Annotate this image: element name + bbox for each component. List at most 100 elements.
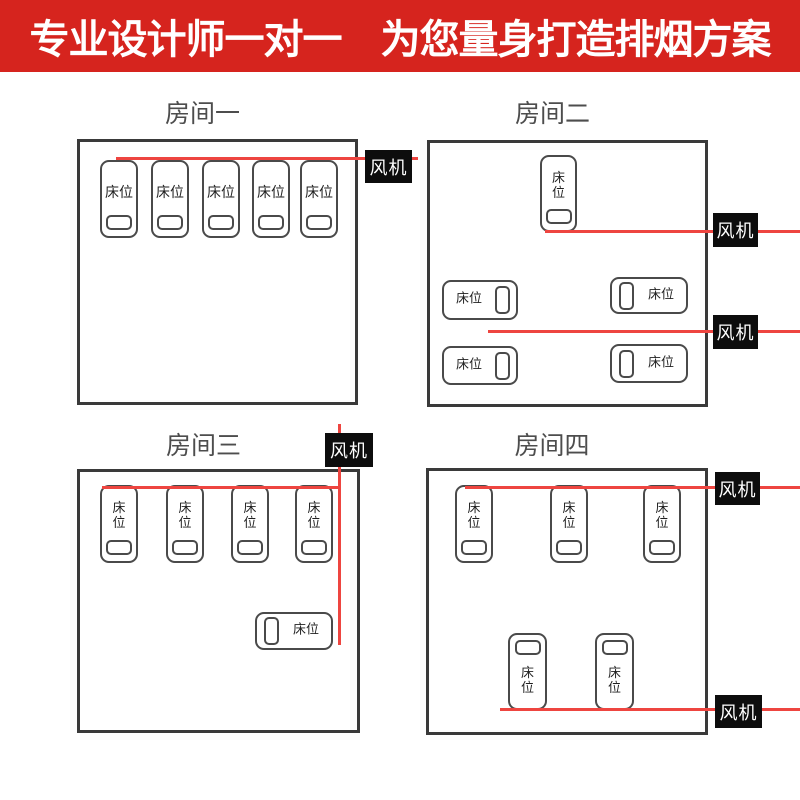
bed: 床位 bbox=[508, 633, 547, 710]
bed-label: 床位 bbox=[287, 622, 325, 639]
bed-label-text: 床位 bbox=[456, 291, 483, 307]
duct-line bbox=[762, 708, 800, 711]
bed: 床位 bbox=[255, 612, 333, 650]
bed-label-text: 床位 bbox=[467, 501, 481, 531]
duct-line bbox=[412, 157, 418, 160]
bed-label: 床位 bbox=[510, 666, 545, 697]
duct-line bbox=[758, 330, 800, 333]
duct-line bbox=[102, 486, 338, 489]
bed-label-text: 床位 bbox=[608, 666, 622, 696]
room-2-title: 房间二 bbox=[514, 99, 590, 128]
bed: 床位 bbox=[231, 485, 269, 563]
duct-line bbox=[500, 708, 715, 711]
bed-label-text: 床位 bbox=[243, 501, 257, 531]
bed: 床位 bbox=[550, 485, 588, 563]
bed-label-text: 床位 bbox=[647, 287, 674, 303]
bed-label-text: 床位 bbox=[647, 355, 674, 371]
pillow bbox=[237, 540, 263, 555]
bed-label: 床位 bbox=[254, 185, 288, 201]
bed-label-text: 床位 bbox=[178, 501, 192, 531]
bed: 床位 bbox=[100, 485, 138, 563]
bed-label-text: 床位 bbox=[292, 622, 319, 638]
pillow bbox=[208, 215, 234, 230]
bed-label: 床位 bbox=[456, 291, 483, 308]
bed-label: 床位 bbox=[297, 501, 331, 532]
pillow bbox=[172, 540, 198, 555]
fan-label: 风机 bbox=[715, 695, 762, 728]
bed-label: 床位 bbox=[102, 185, 136, 201]
bed-label: 床位 bbox=[233, 501, 267, 532]
bed-label-text: 床位 bbox=[207, 185, 235, 201]
bed: 床位 bbox=[252, 160, 290, 238]
bed-label-text: 床位 bbox=[562, 501, 576, 531]
bed: 床位 bbox=[442, 280, 518, 320]
bed-label: 床位 bbox=[153, 185, 187, 201]
bed-label-text: 床位 bbox=[655, 501, 669, 531]
fan-label: 风机 bbox=[713, 213, 758, 247]
pillow bbox=[495, 286, 510, 314]
bed-label: 床位 bbox=[645, 501, 679, 532]
bed: 床位 bbox=[151, 160, 189, 238]
duct-line bbox=[760, 486, 800, 489]
bed-label: 床位 bbox=[597, 666, 632, 697]
bed-label: 床位 bbox=[542, 171, 575, 202]
pillow bbox=[545, 209, 572, 224]
pillow bbox=[619, 349, 634, 378]
duct-line bbox=[116, 157, 365, 160]
pillow bbox=[258, 215, 284, 230]
fan-label: 风机 bbox=[365, 150, 412, 183]
pillow bbox=[301, 540, 327, 555]
banner: 专业设计师一对一 为您量身打造排烟方案 bbox=[0, 0, 800, 72]
bed-label-text: 床位 bbox=[112, 501, 126, 531]
bed-label-text: 床位 bbox=[305, 185, 333, 201]
bed-label: 床位 bbox=[102, 501, 136, 532]
bed: 床位 bbox=[610, 277, 688, 314]
bed: 床位 bbox=[455, 485, 493, 563]
room-3-title: 房间三 bbox=[165, 431, 241, 460]
bed: 床位 bbox=[300, 160, 338, 238]
pillow bbox=[461, 540, 487, 555]
bed-label-text: 床位 bbox=[156, 185, 184, 201]
duct-line bbox=[545, 230, 713, 233]
bed-label-text: 床位 bbox=[105, 185, 133, 201]
bed: 床位 bbox=[595, 633, 634, 710]
bed-label-text: 床位 bbox=[552, 171, 566, 201]
bed-label-text: 床位 bbox=[307, 501, 321, 531]
bed-label: 床位 bbox=[642, 287, 680, 303]
pillow bbox=[264, 617, 279, 645]
duct-line bbox=[338, 424, 341, 645]
bed: 床位 bbox=[610, 344, 688, 383]
bed: 床位 bbox=[295, 485, 333, 563]
duct-line bbox=[488, 330, 713, 333]
bed-label: 床位 bbox=[457, 501, 491, 532]
bed: 床位 bbox=[540, 155, 577, 232]
fan-label: 风机 bbox=[715, 472, 760, 505]
pillow bbox=[106, 215, 132, 230]
pillow bbox=[619, 281, 634, 310]
bed: 床位 bbox=[643, 485, 681, 563]
pillow bbox=[601, 640, 628, 655]
fan-label: 风机 bbox=[713, 315, 758, 349]
bed: 床位 bbox=[166, 485, 204, 563]
bed: 床位 bbox=[442, 346, 518, 385]
bed-label: 床位 bbox=[456, 357, 483, 373]
pillow bbox=[106, 540, 132, 555]
banner-text: 专业设计师一对一 为您量身打造排烟方案 bbox=[29, 17, 772, 63]
pillow bbox=[495, 351, 510, 380]
pillow bbox=[514, 640, 541, 655]
pillow bbox=[649, 540, 675, 555]
bed-label-text: 床位 bbox=[257, 185, 285, 201]
duct-line bbox=[465, 486, 715, 489]
pillow bbox=[306, 215, 332, 230]
pillow bbox=[157, 215, 183, 230]
pillow bbox=[556, 540, 582, 555]
duct-line bbox=[758, 230, 800, 233]
bed: 床位 bbox=[100, 160, 138, 238]
bed-label: 床位 bbox=[552, 501, 586, 532]
bed-label: 床位 bbox=[168, 501, 202, 532]
bed-label-text: 床位 bbox=[456, 357, 483, 373]
room-4-title: 房间四 bbox=[514, 431, 590, 460]
bed-label: 床位 bbox=[204, 185, 238, 201]
